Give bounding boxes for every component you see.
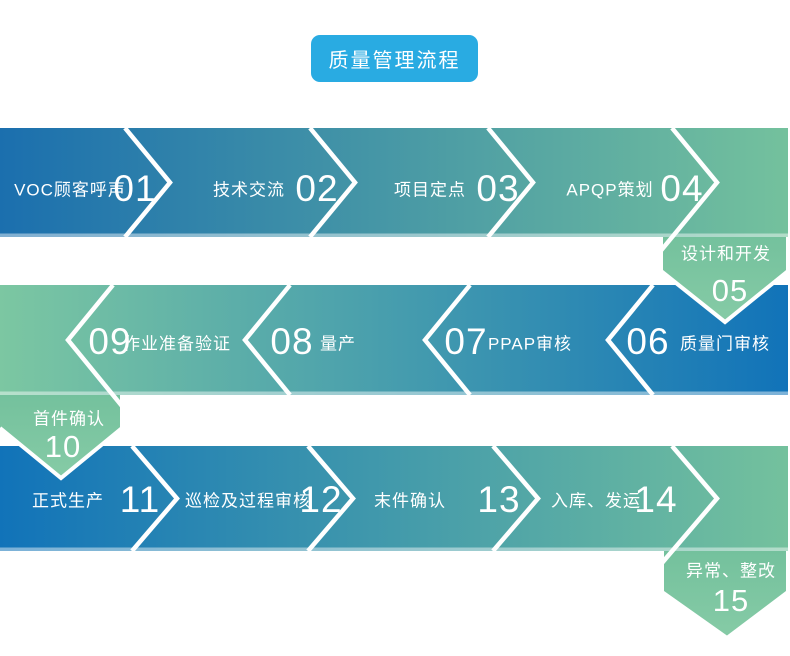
- band-2-edge: [0, 391, 788, 395]
- step-number-13: 13: [477, 479, 521, 520]
- process-band-3: [0, 446, 788, 551]
- step-number-05: 05: [711, 273, 749, 308]
- chevron-separator: [308, 126, 358, 239]
- chevron-separator: [306, 444, 356, 553]
- process-band-1: [0, 128, 788, 237]
- step-label-12: 巡检及过程审核: [185, 491, 311, 511]
- step-label-11: 正式生产: [32, 491, 104, 511]
- step-number-03: 03: [476, 168, 520, 209]
- step-label-14: 入库、发运: [551, 491, 641, 511]
- chevron-separator: [654, 444, 720, 572]
- step-number-09: 09: [88, 321, 132, 362]
- step-label-13: 末件确认: [374, 491, 446, 511]
- step-label-04: APQP策划: [566, 180, 654, 200]
- chevron-separator: [422, 283, 472, 397]
- chevron-separator: [491, 444, 541, 553]
- step-number-11: 11: [119, 479, 161, 520]
- chevron-separator: [486, 126, 536, 239]
- step-number-01: 01: [113, 168, 157, 209]
- pentagon-step-05-outline: [659, 237, 790, 325]
- step-number-12: 12: [299, 479, 343, 520]
- step-number-04: 04: [660, 168, 704, 209]
- pentagon-step-15-outline: [660, 551, 790, 641]
- page-title: 质量管理流程: [328, 50, 461, 72]
- step-number-02: 02: [295, 168, 339, 209]
- chevron-separator: [657, 126, 720, 255]
- chevron-separator: [123, 126, 173, 239]
- step-label-09: 作业准备验证: [123, 334, 231, 354]
- chevron-separator: [605, 283, 655, 397]
- step-number-14: 14: [634, 479, 678, 520]
- step-number-07: 07: [444, 321, 488, 362]
- step-label-03: 项目定点: [394, 180, 466, 200]
- step-number-06: 06: [626, 321, 670, 362]
- step-label-07: PPAP审核: [487, 334, 573, 354]
- step-label-15: 异常、整改: [686, 561, 776, 581]
- chevron-separator: [130, 444, 180, 553]
- chevron-separator: [65, 283, 128, 413]
- pentagon-step-15: [662, 551, 788, 638]
- chevron-separator: [242, 283, 292, 397]
- step-label-05: 设计和开发: [681, 244, 771, 264]
- step-label-08: 量产: [320, 334, 356, 354]
- step-number-15: 15: [712, 583, 750, 618]
- band-3-edge: [0, 547, 788, 551]
- pentagon-step-10: [0, 395, 122, 478]
- step-number-08: 08: [270, 321, 314, 362]
- step-label-06: 质量门审核: [680, 334, 770, 354]
- pentagon-step-10-outline: [0, 395, 124, 481]
- step-label-01: VOC顾客呼声: [14, 180, 126, 200]
- title-badge: 质量管理流程: [311, 35, 478, 82]
- process-band-2: [0, 285, 788, 395]
- step-number-10: 10: [44, 429, 82, 464]
- step-label-10: 首件确认: [33, 409, 105, 429]
- band-1-edge: [0, 233, 788, 237]
- pentagon-step-05: [661, 237, 788, 322]
- step-label-02: 技术交流: [213, 180, 285, 200]
